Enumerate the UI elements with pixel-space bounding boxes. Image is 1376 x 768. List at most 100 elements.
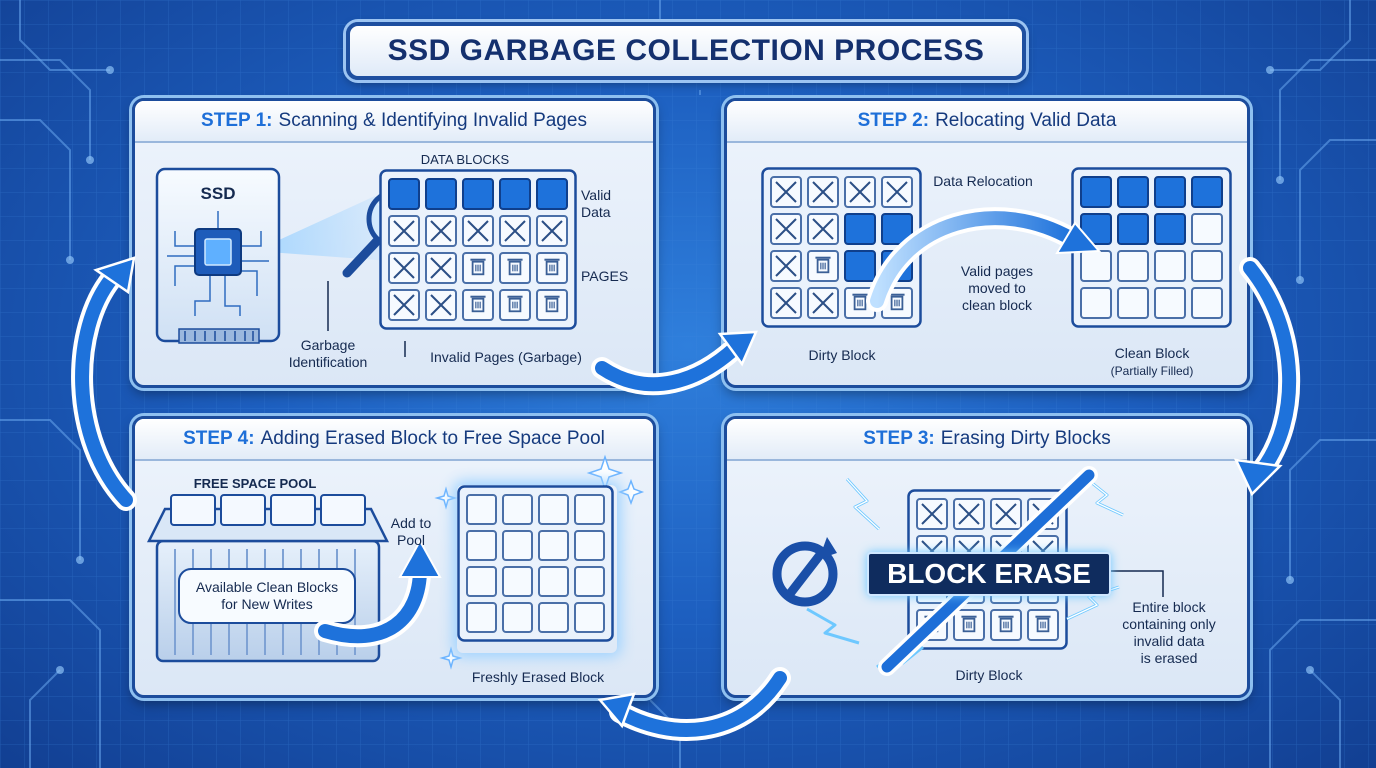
- valid-page: [1191, 176, 1223, 208]
- trash-page: [990, 609, 1022, 641]
- page-title: SSD GARBAGE COLLECTION PROCESS: [346, 22, 1026, 80]
- step3-number: STEP 3:: [863, 428, 935, 449]
- step2-dirty-block-label: Dirty Block: [808, 347, 876, 363]
- valid-page: [881, 213, 913, 245]
- empty-page: [574, 602, 605, 633]
- empty-page: [502, 566, 533, 597]
- block-erase-badge: BLOCK ERASE: [867, 552, 1111, 596]
- trash-page: [1027, 609, 1059, 641]
- trash-page: [536, 252, 568, 284]
- invalid-page: [770, 176, 802, 208]
- step2-number: STEP 2:: [857, 110, 930, 131]
- step2-header: STEP 2: Relocating Valid Data: [727, 101, 1247, 143]
- trash-page: [953, 609, 985, 641]
- empty-page: [466, 602, 497, 633]
- step2-clean-block-grid: [1071, 167, 1235, 337]
- valid-pages-moved-label: Valid pages moved to clean block: [960, 263, 1034, 313]
- invalid-page: [916, 498, 948, 530]
- valid-page: [1154, 176, 1186, 208]
- valid-data-label: Valid Data: [581, 187, 612, 220]
- erase-icon: [772, 537, 838, 607]
- step1-number: STEP 1:: [201, 110, 273, 131]
- page-grid: [761, 167, 922, 328]
- invalid-page: [425, 289, 457, 321]
- step2-panel: STEP 2: Relocating Valid Data Data Reloc…: [724, 98, 1250, 388]
- invalid-page: [499, 215, 531, 247]
- data-relocation-label: Data Relocation: [933, 173, 1033, 189]
- valid-page: [499, 178, 531, 210]
- valid-page: [388, 178, 420, 210]
- invalid-page: [770, 213, 802, 245]
- valid-page: [1154, 213, 1186, 245]
- invalid-page: [807, 287, 839, 319]
- ssd-label: SSD: [200, 184, 236, 203]
- valid-page: [425, 178, 457, 210]
- invalid-page: [990, 498, 1022, 530]
- invalid-page: [770, 250, 802, 282]
- invalid-page: [807, 213, 839, 245]
- page-grid: [379, 169, 577, 330]
- trash-page: [536, 289, 568, 321]
- valid-page: [1117, 176, 1149, 208]
- empty-page: [1154, 250, 1186, 282]
- free-space-pool-bin-icon: [146, 454, 645, 670]
- pages-label: PAGES: [581, 268, 629, 284]
- invalid-page: [388, 215, 420, 247]
- empty-page: [574, 530, 605, 561]
- step1-title: Scanning & Identifying Invalid Pages: [278, 110, 587, 131]
- trash-page: [499, 289, 531, 321]
- valid-page: [844, 250, 876, 282]
- step1-header: STEP 1: Scanning & Identifying Invalid P…: [135, 101, 653, 143]
- step4-title: Adding Erased Block to Free Space Pool: [260, 428, 605, 449]
- empty-page: [538, 602, 569, 633]
- empty-page: [538, 530, 569, 561]
- empty-page: [1117, 287, 1149, 319]
- empty-page: [466, 494, 497, 525]
- page-grid: [1071, 167, 1232, 328]
- empty-page: [1080, 287, 1112, 319]
- step4-header: STEP 4: Adding Erased Block to Free Spac…: [135, 419, 653, 461]
- step4-number: STEP 4:: [183, 428, 255, 449]
- step4-panel: STEP 4: Adding Erased Block to Free Spac…: [132, 416, 656, 698]
- empty-page: [502, 602, 533, 633]
- empty-page: [502, 530, 533, 561]
- invalid-page: [425, 215, 457, 247]
- invalid-page: [953, 498, 985, 530]
- garbage-identification-label: Garbage Identification: [288, 337, 368, 370]
- trash-page: [807, 250, 839, 282]
- valid-page: [1080, 176, 1112, 208]
- invalid-page: [425, 252, 457, 284]
- step1-panel: STEP 1: Scanning & Identifying Invalid P…: [132, 98, 656, 388]
- empty-page: [1154, 287, 1186, 319]
- step3-panel: STEP 3: Erasing Dirty Blocks BLOCK ERASE: [724, 416, 1250, 698]
- add-to-pool-label: Add to Pool: [390, 515, 432, 548]
- invalid-page: [807, 176, 839, 208]
- valid-page: [844, 213, 876, 245]
- empty-page: [538, 494, 569, 525]
- step3-dirty-block-label: Dirty Block: [955, 667, 1023, 683]
- clean-block-label: Clean Block: [1114, 345, 1190, 361]
- empty-page: [466, 530, 497, 561]
- invalid-page: [388, 289, 420, 321]
- step2-dirty-block-grid: [761, 167, 925, 337]
- empty-page: [1117, 250, 1149, 282]
- empty-page: [1191, 287, 1223, 319]
- valid-page: [1117, 213, 1149, 245]
- valid-page: [536, 178, 568, 210]
- empty-page: [1191, 213, 1223, 245]
- free-space-pool-label: FREE SPACE POOL: [193, 476, 317, 491]
- empty-page: [574, 566, 605, 597]
- invalid-page: [388, 252, 420, 284]
- step3-title: Erasing Dirty Blocks: [940, 428, 1111, 449]
- erase-note-label: Entire block containing only invalid dat…: [1122, 599, 1216, 666]
- invalid-page: [462, 215, 494, 247]
- empty-page: [538, 566, 569, 597]
- partially-filled-label: (Partially Filled): [1110, 364, 1194, 378]
- relocation-arrow: [866, 207, 1102, 312]
- trash-page: [462, 252, 494, 284]
- empty-page: [466, 566, 497, 597]
- invalid-page: [770, 287, 802, 319]
- data-blocks-label: DATA BLOCKS: [420, 152, 510, 167]
- available-clean-blocks-label: Available Clean Blocks for New Writes: [195, 579, 339, 612]
- step1-data-blocks-grid: [379, 169, 577, 343]
